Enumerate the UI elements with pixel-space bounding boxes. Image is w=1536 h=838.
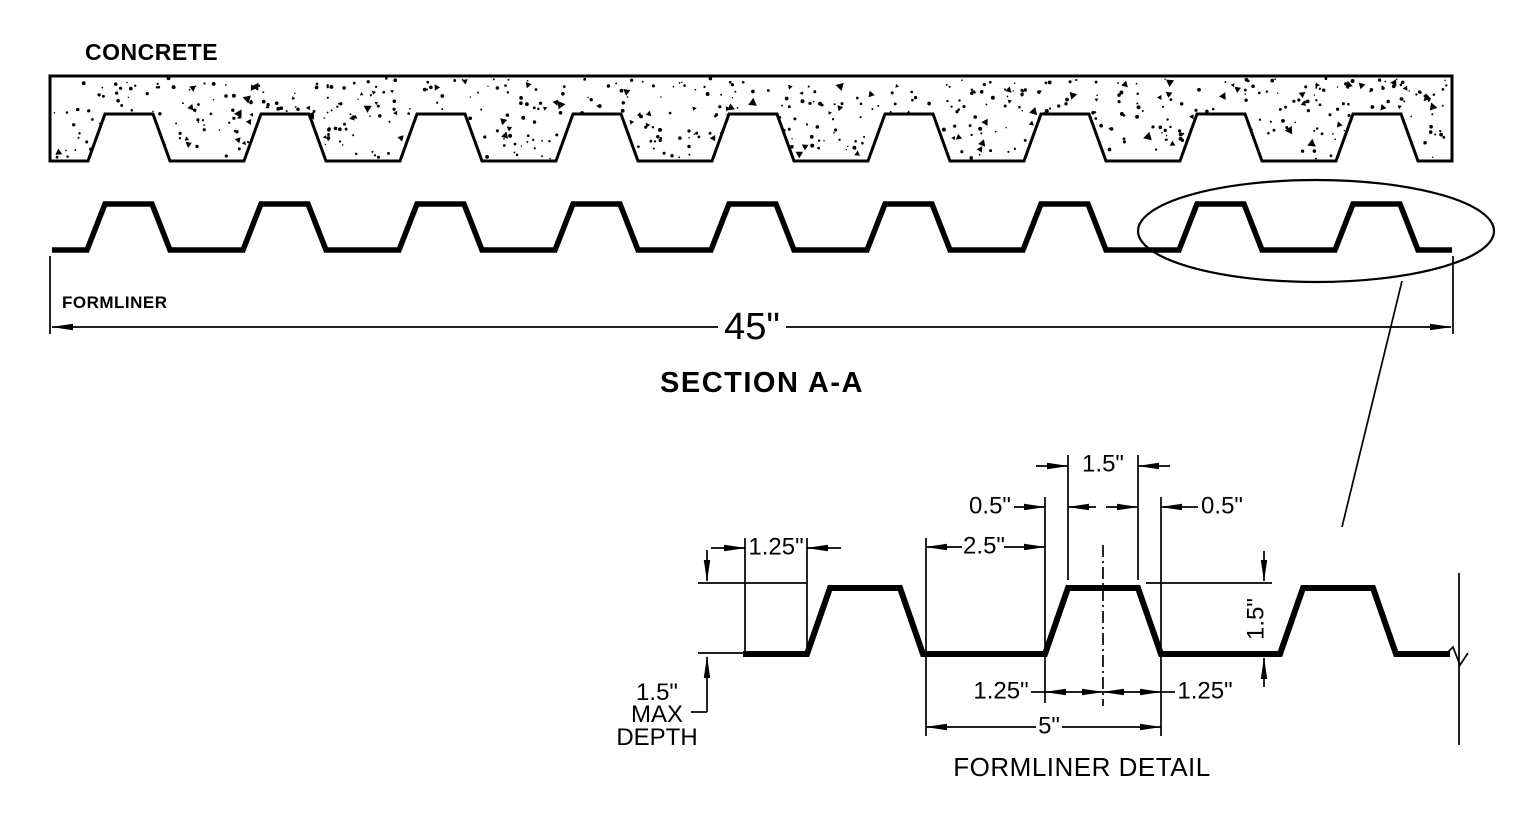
dim-rib-top-width-text: 1.5" (1082, 451, 1124, 478)
dim-rib-top-width: 1.5" (1036, 451, 1170, 478)
detail-callout-ellipse (1136, 178, 1496, 284)
break-mark (1444, 645, 1469, 667)
detail-title: FORMLINER DETAIL (953, 752, 1210, 782)
concrete-section (48, 74, 1454, 163)
dim-valley-width-text: 2.5" (963, 533, 1005, 560)
dim-center-to-slope-right: 1.25" (1102, 678, 1233, 705)
dim-pitch: 5" (925, 713, 1162, 740)
concrete-label: CONCRETE (85, 39, 218, 65)
detail-view: 1.25" 1.5" MAX DEPTH 2.5" 0.5" 1.5" (616, 451, 1469, 782)
dim-rib-height: 1.5" (1243, 551, 1270, 687)
section-view: CONCRETE FORMLINER 45" SECTION A-A (48, 39, 1496, 528)
max-depth-word1: MAX (631, 701, 683, 728)
overall-width-dimension: 45" (49, 256, 1454, 348)
detail-leader-line (1341, 280, 1403, 528)
dim-slope-right: 0.5" (1106, 493, 1243, 520)
concrete-stipple-chunks (55, 79, 1438, 159)
dim-center-to-slope-right-text: 1.25" (1177, 678, 1232, 705)
dim-center-to-slope-left-text: 1.25" (973, 678, 1028, 705)
dim-pitch-text: 5" (1038, 713, 1060, 740)
dim-max-depth: 1.5" MAX DEPTH (616, 550, 711, 751)
max-depth-value: 1.5" (636, 679, 678, 706)
formliner-profile (52, 201, 1452, 253)
overall-width-text: 45" (724, 306, 780, 348)
dim-slope-left-text: 0.5" (969, 493, 1011, 520)
formliner-label: FORMLINER (62, 293, 168, 312)
extension-lines (698, 455, 1460, 745)
max-depth-word2: DEPTH (616, 724, 697, 751)
dim-top-flat-left-text: 1.25" (748, 534, 803, 561)
dim-slope-right-text: 0.5" (1201, 493, 1243, 520)
dim-center-to-slope-left: 1.25" (973, 678, 1104, 705)
dim-slope-left: 0.5" (969, 493, 1096, 520)
section-title: SECTION A-A (660, 367, 864, 399)
concrete-outline (48, 74, 1454, 163)
dim-valley-width: 2.5" (925, 533, 1046, 560)
detail-profile (743, 585, 1450, 657)
dim-top-flat-left: 1.25" (711, 534, 841, 561)
dim-rib-height-text: 1.5" (1243, 598, 1270, 640)
